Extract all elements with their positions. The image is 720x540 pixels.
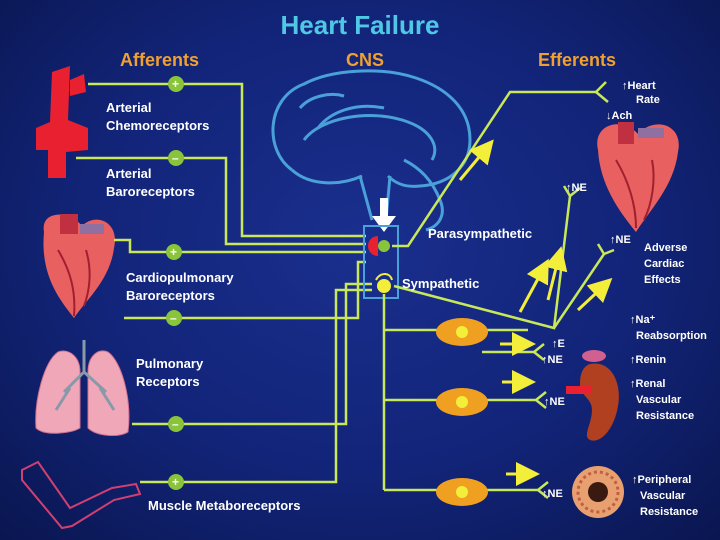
efferent-heart-illustration [597, 122, 679, 232]
chemo-label-1: Arterial [106, 100, 152, 115]
sympathetic-nucleus [377, 279, 391, 293]
baro-label-1: Arterial [106, 166, 152, 181]
chemo-plus-label: + [172, 77, 180, 91]
cardio-plus-marker [166, 244, 182, 260]
cardio-minus-marker [166, 310, 182, 326]
chemo-label-2: Chemoreceptors [106, 118, 210, 133]
renin-label: ↑Renin [630, 354, 667, 366]
effect-arrows [458, 139, 613, 486]
e-label: ↑E [552, 338, 565, 350]
adverse-label-3: Effects [644, 274, 681, 286]
kidney-illustration [566, 350, 619, 441]
na-label-2: Reabsorption [636, 330, 707, 342]
cardio-label-1: Cardiopulmonary [126, 270, 234, 285]
pulm-label-1: Pulmonary [136, 356, 204, 371]
na-label-1: ↑Na⁺ [630, 314, 656, 326]
adverse-label-1: Adverse [644, 242, 688, 254]
muscle-plus-marker [168, 474, 184, 490]
efferents-header: Efferents [538, 50, 617, 70]
baro-label-2: Baroreceptors [106, 184, 195, 199]
sympathetic-ganglia [436, 318, 488, 506]
cardio-label-2: Baroreceptors [126, 288, 215, 303]
afferent-sign-markers [166, 76, 184, 490]
renal-label-1: ↑Renal [630, 378, 666, 390]
pulm-minus-marker [168, 416, 184, 432]
afferent-pathways [76, 82, 372, 484]
muscle-label: Muscle Metaboreceptors [148, 498, 301, 513]
artery-illustration [36, 66, 88, 178]
baro-minus-label: – [172, 151, 179, 165]
periph-label-1: ↑Peripheral [632, 474, 692, 486]
cns-header: CNS [346, 50, 385, 70]
pulm-minus-label: – [172, 417, 179, 431]
vessel-cross-section [572, 466, 624, 518]
brain-illustration [271, 69, 472, 232]
sympathetic-label: Sympathetic [402, 276, 480, 291]
baro-minus-marker [168, 150, 184, 166]
ach-label: ↓Ach [606, 110, 633, 122]
muscle-plus-label: + [172, 475, 180, 489]
ne-kidney-label: ↑NE [544, 396, 565, 408]
ne-heart-mid-label: ↑NE [610, 234, 631, 246]
afferent-heart-illustration [43, 214, 115, 318]
parasympathetic-label: Parasympathetic [428, 226, 533, 241]
cardio-plus-label: + [170, 245, 178, 259]
renal-label-3: Resistance [636, 410, 695, 422]
page-title: Heart Failure [280, 10, 440, 40]
lungs-illustration [35, 340, 130, 436]
cns-input-arrow [372, 198, 396, 232]
chemo-plus-marker [168, 76, 184, 92]
ne-adrenal-label: ↑NE [542, 354, 563, 366]
periph-label-3: Resistance [640, 506, 699, 518]
receptor-terminals [533, 185, 615, 499]
parasympathetic-nucleus [378, 240, 390, 252]
heart-rate-label-1: ↑Heart [622, 80, 656, 92]
afferents-header: Afferents [120, 50, 200, 70]
adverse-label-2: Cardiac [644, 258, 685, 270]
efferent-pathways [382, 81, 609, 492]
ne-vessel-label: ↑NE [542, 488, 563, 500]
ne-heart-top-label: ↑NE [566, 182, 587, 194]
cardio-minus-label: – [170, 311, 177, 325]
renal-label-2: Vascular [636, 394, 682, 406]
pulm-label-2: Receptors [136, 374, 200, 389]
periph-label-2: Vascular [640, 490, 686, 502]
heart-rate-label-2: Rate [636, 94, 660, 106]
cns-nucleus-box [363, 225, 399, 299]
arm-illustration [21, 460, 142, 530]
